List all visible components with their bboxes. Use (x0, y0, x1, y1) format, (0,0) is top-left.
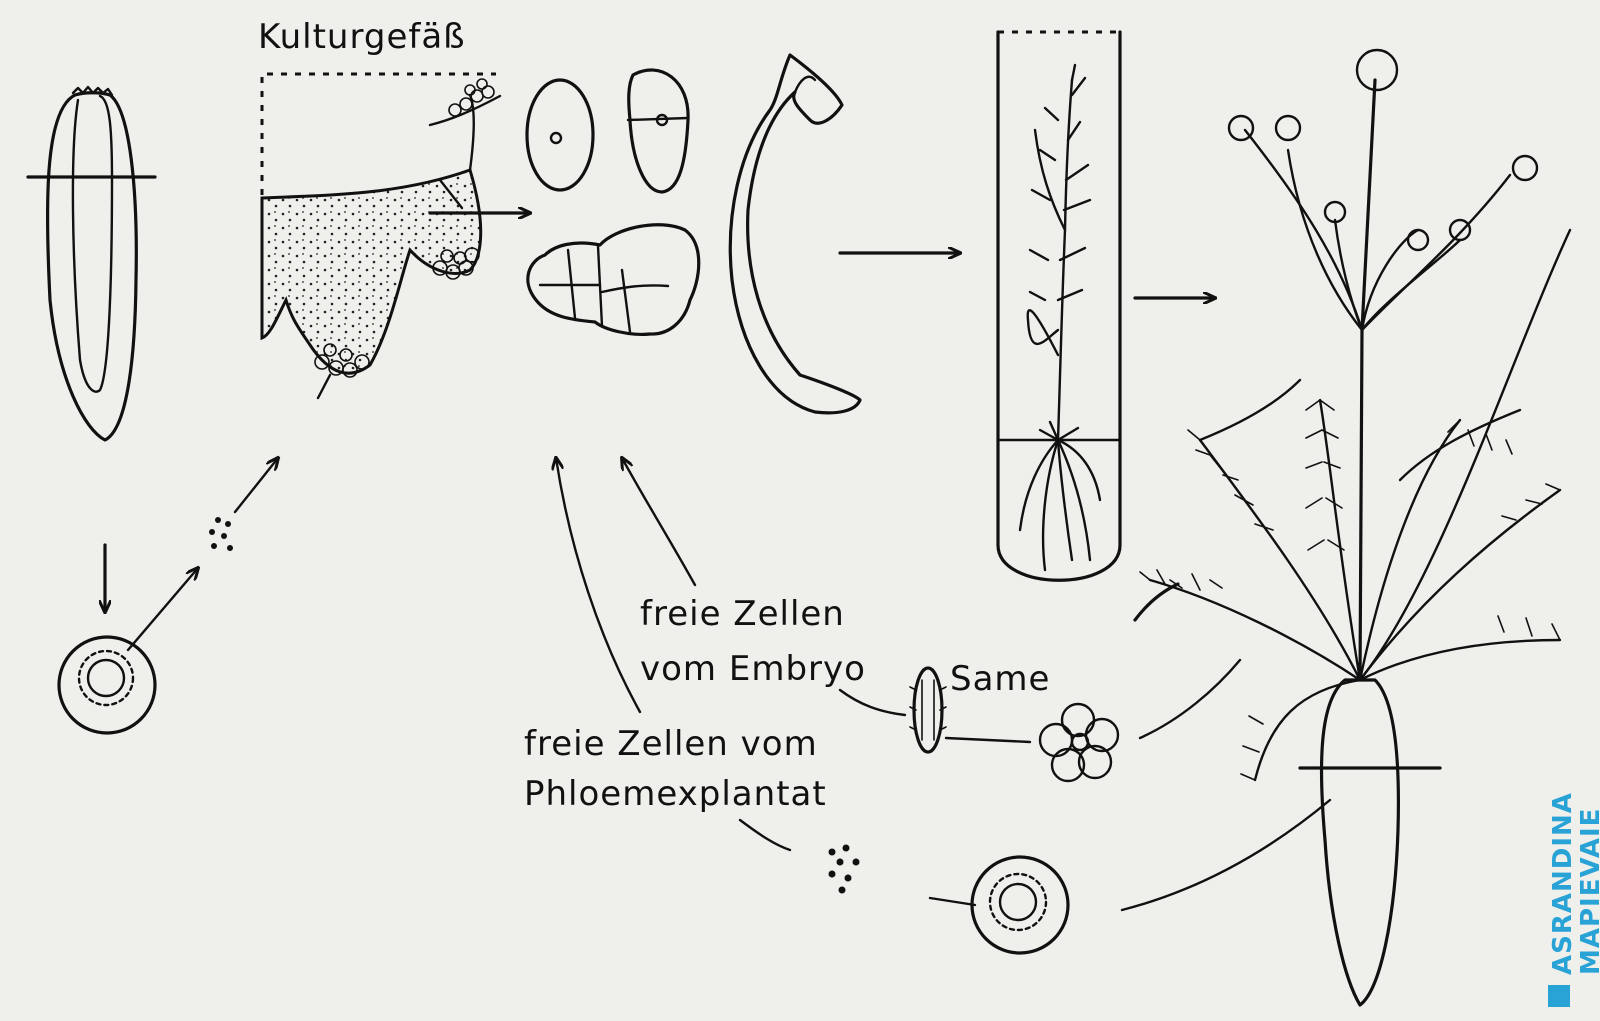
connector-cells-section (930, 898, 975, 905)
label-free-cells-embryo-1: freie Zellen (640, 594, 845, 634)
cell-cluster-bottom (829, 845, 860, 894)
arrow-embryo-cells-up (622, 458, 695, 585)
plant-connector-curve (1135, 584, 1178, 620)
label-free-cells-phloem-1: freie Zellen vom (524, 724, 818, 764)
arrow-cells-to-vessel (235, 458, 278, 512)
connector-phloem-label-cells (740, 820, 790, 850)
connector-section-root (1122, 800, 1330, 910)
callus-mass (262, 170, 481, 373)
watermark-logo: ASRANDINA MAPIEVAIE (1548, 792, 1600, 1007)
label-culture-vessel: Kulturgefäß (258, 17, 466, 57)
seed (910, 668, 946, 752)
label-seed: Same (950, 659, 1050, 699)
root-cross-section-left (59, 637, 155, 733)
arrow-section-to-cells (128, 568, 198, 650)
watermark-text-line1: ASRANDINA (1548, 792, 1578, 975)
watermark-icon (1548, 985, 1570, 1007)
culture-vessel (262, 74, 500, 398)
watermark-text-line2: MAPIEVAIE (1576, 808, 1600, 975)
flower-umbel-top (1357, 50, 1397, 90)
connector-embryo-label-seed (840, 690, 905, 715)
plantlet (1020, 65, 1100, 570)
root-cross-section-bottom (972, 857, 1068, 953)
carrot-root (28, 87, 155, 440)
multicellular-proembryo (528, 225, 699, 335)
connector-seed-flower (946, 738, 1030, 742)
mature-plant (1140, 50, 1570, 1005)
torpedo-embryo (730, 55, 860, 413)
arrow-phloem-cells-up (556, 458, 640, 712)
cell-cluster-left (209, 517, 233, 551)
single-cell (527, 80, 593, 190)
test-tube (998, 32, 1120, 580)
two-cell-stage (628, 70, 688, 192)
flower (1040, 704, 1118, 781)
label-free-cells-phloem-2: Phloemexplantat (524, 774, 827, 814)
label-free-cells-embryo-2: vom Embryo (640, 649, 866, 689)
connector-flower-plant (1140, 660, 1240, 738)
